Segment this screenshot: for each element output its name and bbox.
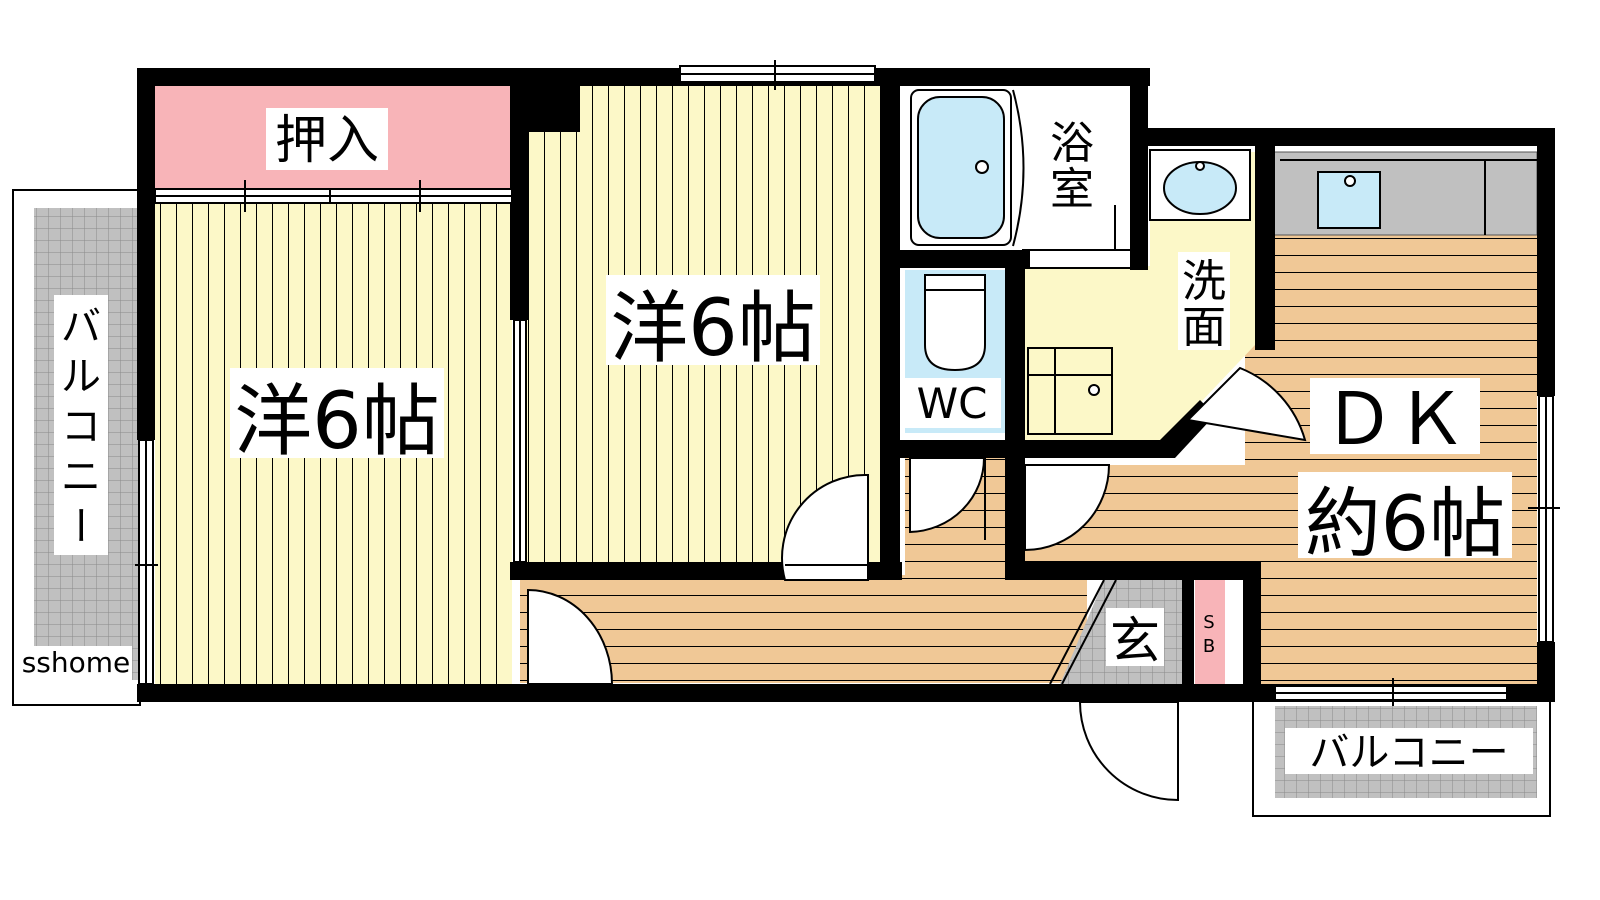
door-entrance bbox=[1078, 701, 1179, 802]
room-left-label: 洋6帖 bbox=[234, 377, 440, 467]
labels: sshome 押入 洋6帖 洋6帖 浴 室 洗 面 WC ＤＫ 約6帖 玄 S … bbox=[22, 108, 1512, 776]
balcony-left-char-4: ニ bbox=[61, 454, 101, 500]
windows bbox=[135, 60, 1560, 706]
shoe-box-label-b: B bbox=[1203, 636, 1215, 657]
balcony-left bbox=[12, 189, 141, 706]
dk-size-label: 約6帖 bbox=[1305, 479, 1505, 568]
bathtub-basin bbox=[917, 96, 1005, 239]
dk-label: ＤＫ bbox=[1323, 377, 1467, 461]
watermark-text: sshome bbox=[22, 646, 131, 679]
door-left-room bbox=[527, 588, 614, 685]
balcony-bottom-label: バルコニー bbox=[1309, 730, 1508, 776]
balcony-left-char-1: バ bbox=[61, 304, 101, 350]
balcony-left-char-3: コ bbox=[61, 404, 101, 450]
wc-label: WC bbox=[917, 379, 988, 428]
wash-label-2: 面 bbox=[1182, 302, 1226, 353]
door-wc bbox=[909, 457, 986, 534]
shoe-box-label-s: S bbox=[1203, 612, 1214, 633]
closet-label: 押入 bbox=[275, 111, 379, 171]
door-dk bbox=[1024, 464, 1111, 552]
wash-label-1: 洗 bbox=[1182, 256, 1226, 307]
door-center-room bbox=[781, 473, 869, 581]
entrance-label: 玄 bbox=[1110, 612, 1160, 670]
fixtures bbox=[910, 89, 1537, 435]
toilet-icon bbox=[924, 289, 986, 372]
door-wash bbox=[1185, 366, 1307, 442]
room-center-label: 洋6帖 bbox=[610, 284, 816, 374]
balcony-left-char-2: ル bbox=[61, 354, 101, 400]
balcony-left-char-5: ー bbox=[56, 505, 102, 545]
bath-label-2: 室 bbox=[1050, 164, 1094, 215]
balcony-bottom bbox=[1252, 687, 1551, 817]
walls bbox=[137, 68, 1555, 702]
bath-label-1: 浴 bbox=[1050, 118, 1094, 169]
doors bbox=[527, 366, 1307, 802]
toilet-tank bbox=[924, 274, 986, 291]
